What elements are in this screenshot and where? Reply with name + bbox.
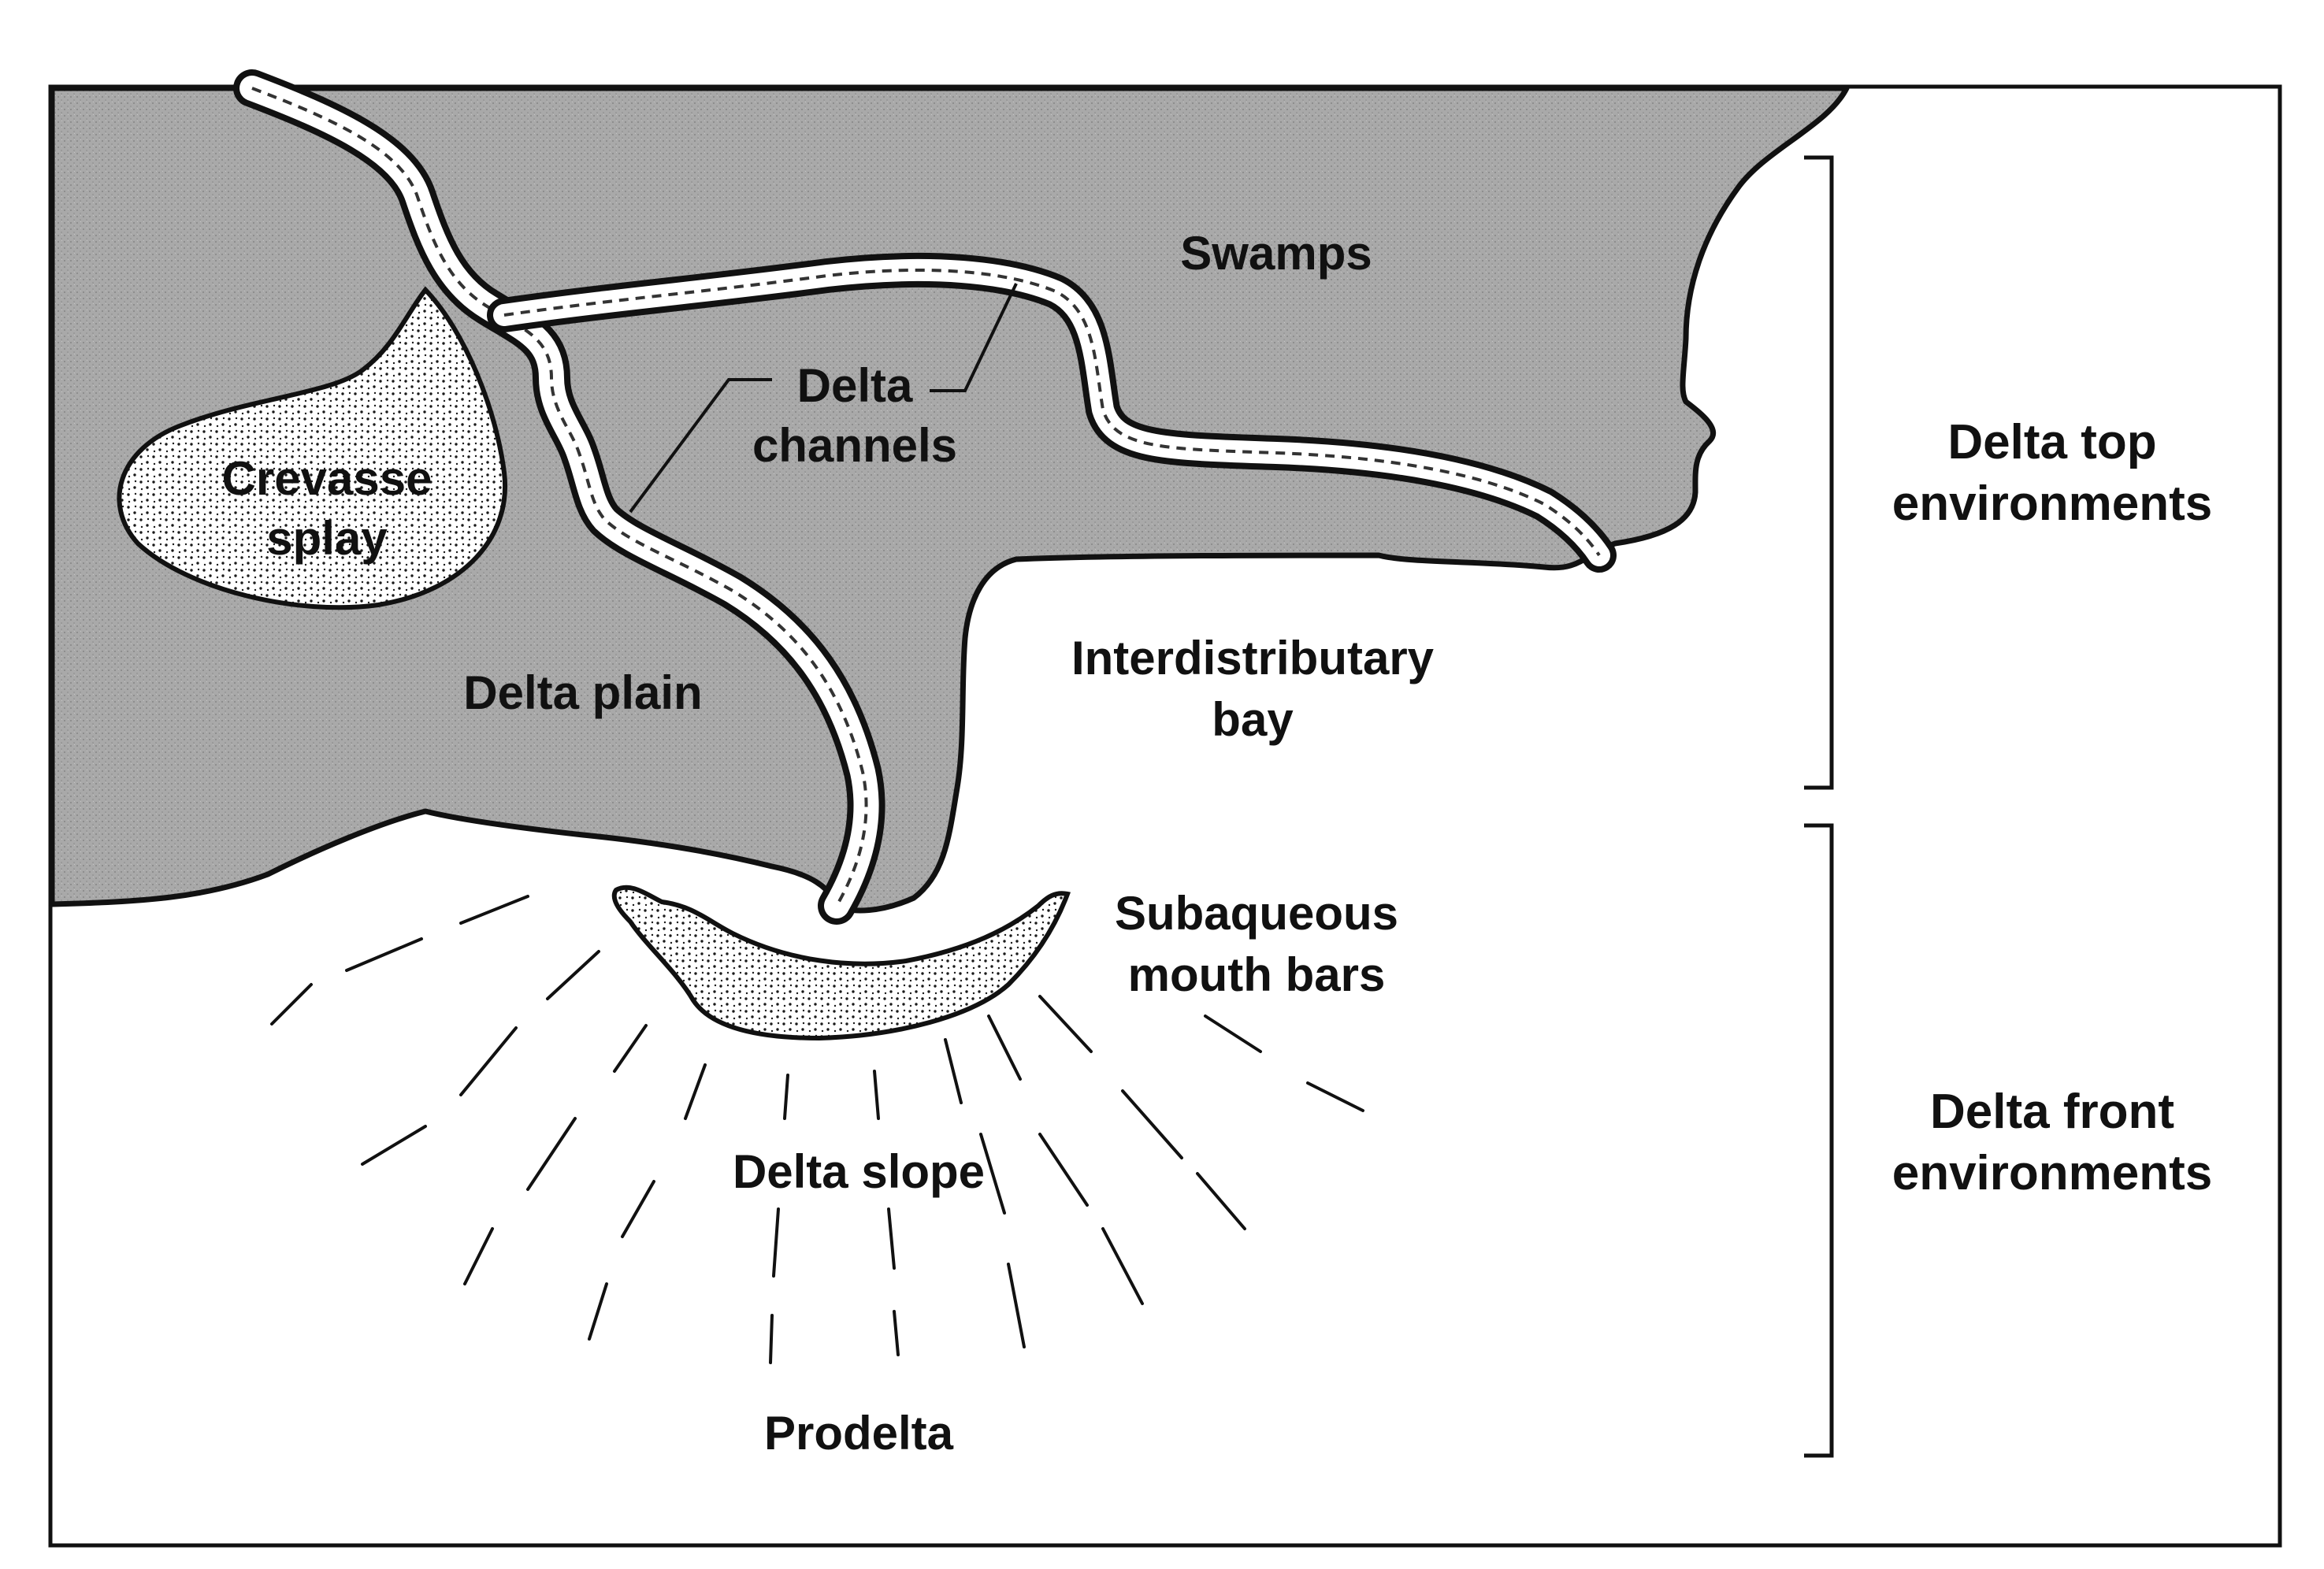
delta-top-label-line1: Delta top <box>1947 415 2156 469</box>
delta-front-bracket <box>1804 823 1834 1458</box>
interdistributary-bay-label-line1: Interdistributary <box>1071 632 1435 684</box>
subaqueous-mouth-bars-label-line2: mouth bars <box>1128 948 1386 1001</box>
delta-front-label-line2: environments <box>1892 1146 2213 1200</box>
delta-top-label-line2: environments <box>1892 477 2213 531</box>
slope-dashes <box>270 895 1364 1364</box>
swamps-label: Swamps <box>1180 227 1372 280</box>
subaqueous-mouth-bars-label-line1: Subaqueous <box>1115 887 1398 940</box>
channel-leader-lines <box>629 283 1018 514</box>
delta-channels <box>233 69 1617 925</box>
delta-channels-label-line2: channels <box>752 419 957 472</box>
delta-front-label-line1: Delta front <box>1930 1085 2174 1139</box>
delta-plain-label: Delta plain <box>463 666 702 719</box>
crevasse-splay-label-line2: splay <box>266 512 388 565</box>
delta-top-bracket <box>1804 155 1834 790</box>
crevasse-splay <box>117 286 508 610</box>
subaqueous-mouth-bar <box>611 885 1071 1041</box>
delta-channels-label-line1: Delta <box>797 359 913 412</box>
delta-slope-label: Delta slope <box>733 1145 985 1198</box>
interdistributary-bay-label-line2: bay <box>1212 693 1294 746</box>
crevasse-splay-label-line1: Crevasse <box>222 452 433 505</box>
prodelta-label: Prodelta <box>764 1407 954 1460</box>
